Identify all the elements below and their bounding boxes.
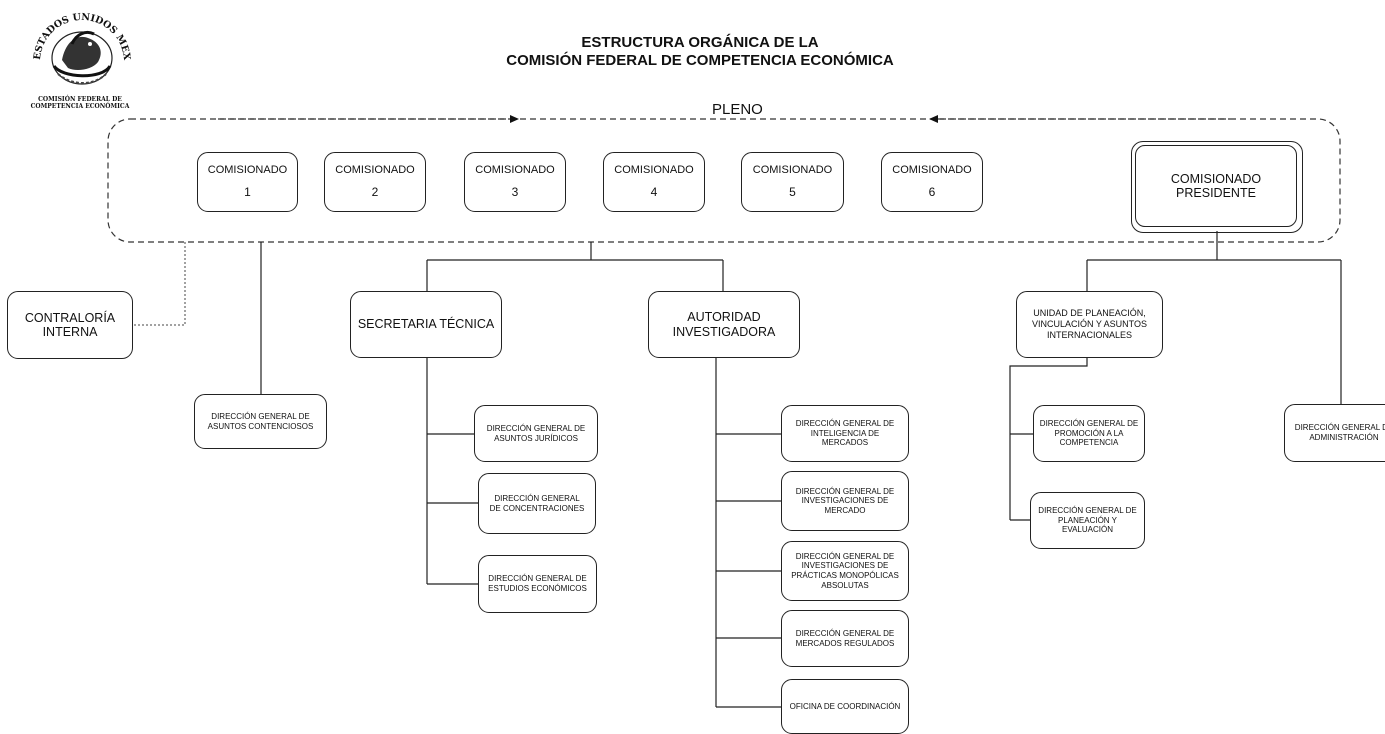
box-line: DIRECCIÓN GENERAL DE — [795, 419, 895, 429]
box-line: MERCADOS REGULADOS — [795, 638, 895, 648]
contraloria-interna: CONTRALORÍA INTERNA — [7, 291, 133, 359]
box-line: ESTUDIOS ECONÓMICOS — [488, 584, 587, 593]
box-line: DIRECCIÓN GENERAL DE — [1294, 423, 1385, 433]
eagle-emblem-icon — [51, 30, 113, 85]
box-line: DIRECCIÓN GENERAL DE — [795, 486, 895, 496]
box-line: DIRECCIÓN GENERAL DE — [1039, 419, 1139, 429]
pleno-arrowhead-right — [510, 115, 519, 123]
dg-practicas-monopolicas-absolutas: DIRECCIÓN GENERAL DE INVESTIGACIONES DE … — [781, 541, 909, 601]
dg-planeacion-y-evaluacion: DIRECCIÓN GENERAL DE PLANEACIÓN Y EVALUA… — [1030, 492, 1145, 549]
pleno-label: PLENO — [712, 101, 763, 118]
commissioner-number: 6 — [928, 184, 936, 199]
box-line: ABSOLUTAS — [821, 580, 869, 590]
box-line: MERCADOS — [821, 438, 869, 448]
box-line: DIRECCIÓN GENERAL DE — [486, 423, 586, 433]
box-line: ASUNTOS JURÍDICOS — [494, 433, 578, 443]
commissioner-2: COMISIONADO 2 — [324, 152, 426, 212]
dg-promocion-a-la-competencia: DIRECCIÓN GENERAL DE PROMOCIÓN A LA COMP… — [1033, 405, 1145, 462]
box-line: VINCULACIÓN Y ASUNTOS — [1031, 319, 1148, 330]
box-line: PLANEACIÓN Y — [1058, 515, 1117, 525]
box-line: ADMINISTRACIÓN — [1309, 433, 1379, 442]
dg-estudios-economicos: DIRECCIÓN GENERAL DE ESTUDIOS ECONÓMICOS — [478, 555, 597, 613]
box-line: DIRECCIÓN GENERAL — [494, 493, 580, 503]
page-title: ESTRUCTURA ORGÁNICA DE LA COMISIÓN FEDER… — [0, 34, 1385, 70]
commissioner-label: COMISIONADO — [752, 164, 833, 177]
commissioner-number: 4 — [650, 184, 658, 199]
box-line: DIRECCIÓN GENERAL DE — [795, 628, 895, 638]
commissioner-label: COMISIONADO — [475, 164, 555, 177]
dg-administracion-clip: DIRECCIÓN GENERAL DE ADMINISTRACIÓN — [1284, 404, 1385, 462]
president-outer-frame — [1131, 141, 1303, 233]
dg-concentraciones: DIRECCIÓN GENERAL DE CONCENTRACIONES — [478, 473, 596, 534]
box-line: INTELIGENCIA DE — [810, 428, 880, 438]
commissioner-number: 3 — [511, 184, 519, 199]
unidad-spine — [1009, 357, 1088, 520]
unidad-de-planeacion: UNIDAD DE PLANEACIÓN, VINCULACIÓN Y ASUN… — [1016, 291, 1163, 358]
president-line1: COMISIONADO — [1170, 171, 1262, 186]
secretaria-label: SECRETARIA TÉCNICA — [357, 317, 495, 332]
commissioner-3: COMISIONADO 3 — [464, 152, 566, 212]
box-line: INVESTIGACIONES DE — [801, 496, 889, 506]
autoridad-line1: AUTORIDAD — [687, 310, 761, 325]
autoridad-investigadora: AUTORIDAD INVESTIGADORA — [648, 291, 800, 358]
autoridad-line2: INVESTIGADORA — [672, 324, 776, 339]
commissioner-1: COMISIONADO 1 — [197, 152, 298, 212]
dg-administracion: DIRECCIÓN GENERAL DE ADMINISTRACIÓN — [1284, 404, 1385, 462]
commissioner-number: 1 — [244, 184, 251, 199]
commissioner-number: 5 — [789, 184, 796, 199]
dg-asuntos-juridicos: DIRECCIÓN GENERAL DE ASUNTOS JURÍDICOS — [474, 405, 598, 462]
box-line: DIRECCIÓN GENERAL DE — [795, 551, 895, 561]
commissioner-4: COMISIONADO 4 — [603, 152, 705, 212]
box-line: EVALUACIÓN — [1062, 525, 1113, 535]
box-line: PRÁCTICAS MONOPÓLICAS — [791, 571, 899, 580]
commissioner-president: COMISIONADO PRESIDENTE — [1135, 145, 1297, 227]
commissioner-6: COMISIONADO 6 — [881, 152, 983, 212]
pleno-boundary — [107, 118, 1341, 243]
dg-inteligencia-de-mercados: DIRECCIÓN GENERAL DE INTELIGENCIA DE MER… — [781, 405, 909, 462]
title-line1: ESTRUCTURA ORGÁNICA DE LA — [581, 34, 819, 51]
box-line: MERCADO — [824, 505, 866, 515]
commissioner-label: COMISIONADO — [892, 164, 972, 177]
box-line: OFICINA DE COORDINACIÓN — [789, 701, 901, 711]
dg-investigaciones-de-mercado: DIRECCIÓN GENERAL DE INVESTIGACIONES DE … — [781, 471, 909, 531]
oficina-de-coordinacion: OFICINA DE COORDINACIÓN — [781, 679, 909, 734]
contraloria-connector — [132, 242, 186, 326]
commissioner-number: 2 — [371, 184, 379, 199]
dg-asuntos-contenciosos: DIRECCIÓN GENERAL DE ASUNTOS CONTENCIOSO… — [194, 394, 327, 449]
box-line: DIRECCIÓN GENERAL DE — [1038, 506, 1137, 516]
commissioner-5: COMISIONADO 5 — [741, 152, 844, 212]
logo-caption: COMISIÓN FEDERAL DE COMPETENCIA ECONÓMIC… — [10, 96, 150, 110]
contenciosos-line2: ASUNTOS CONTENCIOSOS — [207, 421, 314, 431]
pleno-arrowhead-left — [929, 115, 938, 123]
commissioner-label: COMISIONADO — [614, 164, 694, 177]
commissioner-label: COMISIONADO — [335, 164, 415, 177]
box-line: COMPETENCIA — [1059, 438, 1119, 448]
logo-caption-line2: COMPETENCIA ECONÓMICA — [30, 103, 130, 110]
box-line: UNIDAD DE PLANEACIÓN, — [1033, 308, 1146, 319]
box-line: DIRECCIÓN GENERAL DE — [488, 574, 587, 584]
dg-mercados-regulados: DIRECCIÓN GENERAL DE MERCADOS REGULADOS — [781, 610, 909, 667]
contraloria-line2: INTERNA — [42, 325, 98, 339]
contenciosos-line1: DIRECCIÓN GENERAL DE — [211, 411, 310, 421]
box-line: PROMOCIÓN A LA — [1054, 428, 1124, 438]
coat-of-arms-logo: ESTADOS UNIDOS MEXICANOS — [9, 0, 148, 118]
contraloria-line1: CONTRALORÍA — [24, 310, 116, 325]
box-line: INVESTIGACIONES DE — [801, 561, 889, 571]
box-line: INTERNACIONALES — [1046, 329, 1133, 340]
commissioner-label: COMISIONADO — [207, 164, 288, 177]
president-line2: PRESIDENTE — [1176, 186, 1256, 200]
logo-caption-line1: COMISIÓN FEDERAL DE — [38, 96, 122, 103]
title-line2: COMISIÓN FEDERAL DE COMPETENCIA ECONÓMIC… — [506, 52, 894, 69]
box-line: DE CONCENTRACIONES — [489, 503, 585, 513]
secretaria-tecnica: SECRETARIA TÉCNICA — [350, 291, 502, 358]
